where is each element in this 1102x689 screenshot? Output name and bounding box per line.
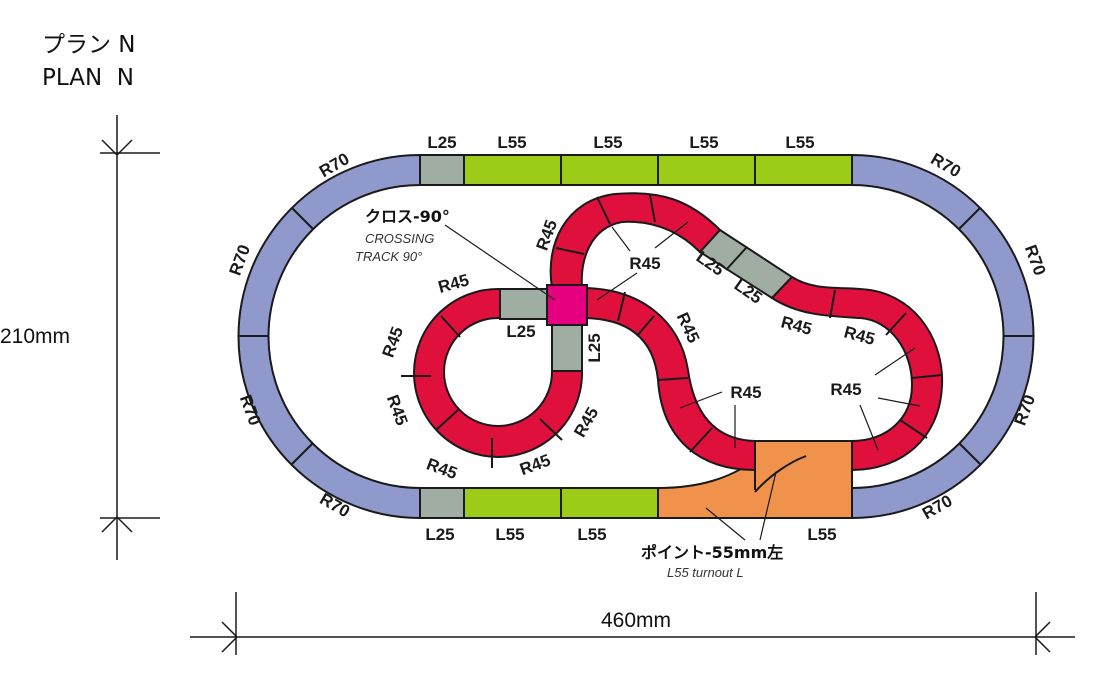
leader-crossing <box>444 224 556 301</box>
joint <box>958 207 981 230</box>
track-l55-top-3 <box>657 154 756 186</box>
label-r45-5: R45 <box>517 451 553 480</box>
crossing-label-en-1: CROSSING <box>365 231 434 246</box>
title-jp: プラン N <box>42 32 136 58</box>
joint <box>899 419 928 439</box>
label-r45-8: R45 <box>629 254 660 273</box>
joint <box>539 418 563 441</box>
inner-upper-s <box>549 192 944 472</box>
leader-r45-11-a <box>874 347 916 376</box>
leader-r45-8-b <box>654 221 689 249</box>
turnout-annotation: ポイント-55mm左 L55 turnout L <box>641 543 783 580</box>
label-l55-bottom-1: L55 <box>495 525 524 544</box>
label-r45-9: R45 <box>779 312 814 338</box>
turnout-label-jp: ポイント-55mm左 <box>641 543 783 562</box>
leader-r45-8-c <box>596 272 638 301</box>
label-l25-bottom: L25 <box>425 525 454 544</box>
label-r45-11: R45 <box>830 380 861 399</box>
label-l25-vertical: L25 <box>585 333 604 362</box>
track-r70-left <box>237 153 421 520</box>
label-r45-13: R45 <box>730 383 761 402</box>
track-l25-top <box>419 154 465 186</box>
leader-r45-11-c <box>859 404 879 451</box>
track-l55-bottom-2 <box>560 487 659 519</box>
track-l55-top-4 <box>754 154 853 186</box>
track-l55-top-1 <box>463 154 562 186</box>
leader-turnout-a <box>705 507 746 541</box>
joint <box>435 409 459 431</box>
joint <box>649 194 656 223</box>
label-r45-6: R45 <box>570 404 602 441</box>
outer-oval-straights <box>419 154 853 519</box>
label-r45-2: R45 <box>379 324 408 360</box>
track-l55-bottom-1 <box>463 487 562 519</box>
crossing-track-90 <box>546 284 588 326</box>
joint <box>689 427 713 453</box>
width-dimension <box>190 592 1075 655</box>
joint <box>958 442 981 465</box>
height-dimension <box>100 115 160 560</box>
leader-r45-8-a <box>611 226 631 252</box>
label-l55-bottom-turnout: L55 <box>807 525 836 544</box>
turnout-label-en: L55 turnout L <box>667 565 744 580</box>
joint <box>885 312 907 336</box>
label-l25-top: L25 <box>427 133 456 152</box>
joint <box>596 196 611 225</box>
inner-left-loop <box>401 287 584 468</box>
turnout-frog <box>754 455 807 493</box>
joint <box>636 315 655 337</box>
track-r45-right-loop <box>770 275 944 472</box>
height-dim-arrow-top <box>101 139 133 157</box>
label-l55-top-3: L55 <box>689 133 718 152</box>
joint <box>829 289 836 319</box>
joint <box>440 315 461 338</box>
label-l55-bottom-2: L55 <box>577 525 606 544</box>
label-l55-top-1: L55 <box>497 133 526 152</box>
label-r45-4: R45 <box>424 455 460 484</box>
label-l55-top-2: L55 <box>593 133 622 152</box>
label-r70-6: R70 <box>1021 242 1050 278</box>
label-r45-10: R45 <box>842 322 877 348</box>
width-dim-arrow-left <box>221 621 239 653</box>
label-l55-top-4: L55 <box>785 133 814 152</box>
joint <box>291 207 314 230</box>
track-r45-left-loop <box>413 287 584 458</box>
crossing-annotation: クロス-90° CROSSING TRACK 90° <box>355 207 450 264</box>
joint <box>555 247 585 255</box>
joint <box>911 374 943 379</box>
height-dim-arrow-bottom <box>101 515 133 533</box>
joint <box>725 247 747 271</box>
leader-lines <box>444 221 921 541</box>
crossing-label-jp: クロス-90° <box>365 207 450 226</box>
crossing-label-en-2: TRACK 90° <box>355 249 422 264</box>
joint <box>617 291 626 322</box>
joint <box>291 442 314 465</box>
label-r45-1: R45 <box>436 270 471 296</box>
track-l25-bottom <box>419 487 465 519</box>
width-dimension-label: 460mm <box>601 609 671 632</box>
joint <box>657 377 689 381</box>
leader-r45-11-b <box>877 397 921 407</box>
leader-turnout-b <box>759 471 777 541</box>
width-dim-arrow-right <box>1033 621 1051 653</box>
inner-right-s <box>581 286 756 472</box>
height-dimension-label: 210mm <box>0 325 70 348</box>
leader-r45-13-a <box>679 391 723 409</box>
label-r45-3: R45 <box>383 392 412 428</box>
track-l25-vertical <box>551 324 583 372</box>
title-en: PLAN N <box>42 65 134 91</box>
track-l25-left-straight <box>499 288 548 320</box>
track-l55-top-2 <box>560 154 659 186</box>
label-l25-left-inner: L25 <box>506 322 535 341</box>
